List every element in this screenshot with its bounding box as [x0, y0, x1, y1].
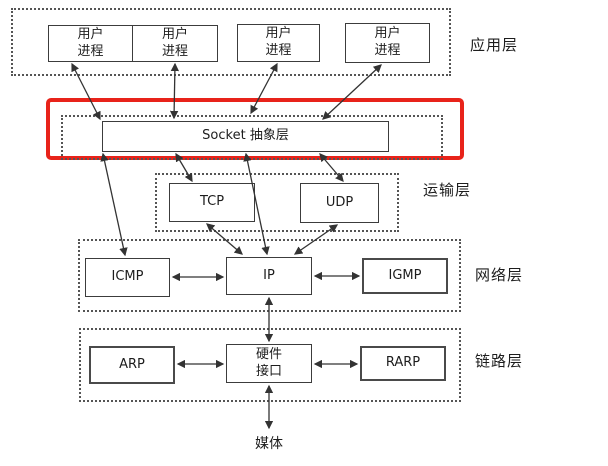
transport-layer-frame [155, 173, 399, 232]
label-application-layer: 应用层 [470, 36, 519, 54]
user-process-box-1: 用户 进程 [48, 25, 133, 62]
ip-box: IP [226, 257, 312, 295]
rarp-box: RARP [360, 346, 446, 381]
label-transport-layer: 运输层 [423, 181, 472, 199]
label-network-layer: 网络层 [475, 266, 524, 284]
user-process-box-3: 用户 进程 [237, 24, 320, 62]
user-process-box-4: 用户 进程 [345, 23, 430, 63]
media-label: 媒体 [255, 436, 283, 452]
icmp-box: ICMP [85, 258, 170, 297]
igmp-box: IGMP [362, 258, 448, 294]
label-link-layer: 链路层 [475, 352, 524, 370]
hardware-interface-box: 硬件 接口 [226, 344, 312, 383]
socket-abstraction-box: Socket 抽象层 [102, 121, 389, 152]
udp-box: UDP [300, 183, 379, 223]
tcp-box: TCP [169, 183, 255, 222]
arp-box: ARP [89, 346, 175, 384]
application-layer-frame [11, 8, 451, 76]
user-process-box-2: 用户 进程 [132, 25, 218, 62]
